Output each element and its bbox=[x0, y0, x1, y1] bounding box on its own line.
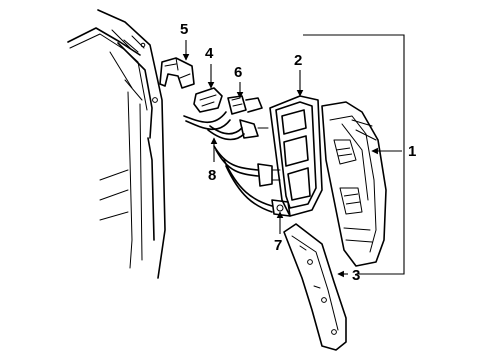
callout-5: 5 bbox=[180, 21, 188, 38]
callout-3: 3 bbox=[352, 267, 360, 284]
callout-4: 4 bbox=[205, 45, 214, 62]
leader-lines bbox=[182, 34, 405, 278]
retainer-part-4 bbox=[193, 87, 223, 113]
tail-lamp-part-1 bbox=[321, 101, 387, 267]
vehicle-body bbox=[67, 9, 166, 279]
extension-panel-part-3 bbox=[283, 223, 347, 351]
callout-1: 1 bbox=[408, 143, 416, 160]
callout-2: 2 bbox=[294, 52, 302, 69]
bracket-part-5 bbox=[159, 57, 195, 89]
callout-labels: 5 4 6 2 1 8 7 3 bbox=[180, 21, 416, 284]
callout-7: 7 bbox=[274, 237, 282, 254]
bulb-socket-part-6 bbox=[227, 95, 269, 139]
assembly-bracket bbox=[303, 34, 405, 275]
wiring-harness-part-8 bbox=[183, 111, 291, 217]
lamp-housing-part-2 bbox=[269, 95, 323, 217]
callout-6: 6 bbox=[234, 64, 242, 81]
callout-8: 8 bbox=[208, 167, 216, 184]
